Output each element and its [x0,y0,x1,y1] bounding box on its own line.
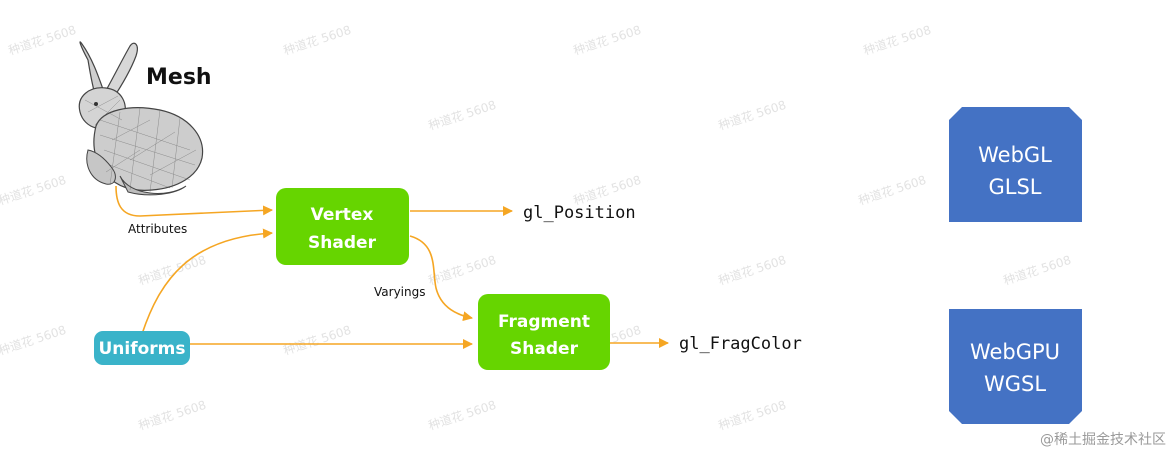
glsl-label: GLSL [988,175,1041,199]
watermark-text: 种道花 5608 [136,397,208,433]
gl-position-output: gl_Position [523,203,636,223]
attributes-label: Attributes [128,222,187,236]
fragment-shader-label-line1: Fragment [498,312,590,332]
watermark-text: 种道花 5608 [281,22,353,58]
watermark-text: 种道花 5608 [856,172,928,208]
vertex-shader-label-line2: Shader [308,233,377,253]
bunny-mesh-icon [78,41,204,196]
watermark-text: 种道花 5608 [0,172,68,208]
watermark-text: 种道花 5608 [426,97,498,133]
wgsl-label: WGSL [984,372,1046,396]
webgl-label: WebGL [978,143,1052,167]
watermark-text: 种道花 5608 [281,322,353,358]
site-watermark: @稀土掘金技术社区 [1040,432,1166,448]
watermark-text: 种道花 5608 [1001,252,1073,288]
fragment-shader-label-line2: Shader [510,339,579,359]
watermark-text: 种道花 5608 [716,97,788,133]
watermark-text: 种道花 5608 [426,252,498,288]
webgpu-wgsl-badge: WebGPU WGSL [949,309,1082,424]
varyings-arrow [409,235,473,322]
watermark-text: 种道花 5608 [716,252,788,288]
attributes-arrow [115,185,273,217]
vertex-shader-node: Vertex Shader [276,188,409,265]
mesh-label: Mesh [146,65,212,90]
webgl-glsl-badge: WebGL GLSL [949,107,1082,222]
webgpu-label: WebGPU [970,340,1060,364]
watermark-text: 种道花 5608 [426,397,498,433]
connectors [115,185,669,349]
vertex-shader-label-line1: Vertex [311,205,374,225]
watermark-text: 种道花 5608 [0,322,68,358]
watermark-text: 种道花 5608 [861,22,933,58]
uniforms-label: Uniforms [98,339,185,359]
uniforms-node: Uniforms [94,331,190,365]
watermark-text: 种道花 5608 [571,22,643,58]
gl-fragcolor-output: gl_FragColor [679,334,802,354]
watermark-text: 种道花 5608 [716,397,788,433]
watermark-text: 种道花 5608 [136,252,208,288]
uniforms-to-vertex-arrow [141,228,273,335]
fragment-shader-node: Fragment Shader [478,294,610,370]
varyings-label: Varyings [374,285,425,299]
watermark-text: 种道花 5608 [6,22,78,58]
